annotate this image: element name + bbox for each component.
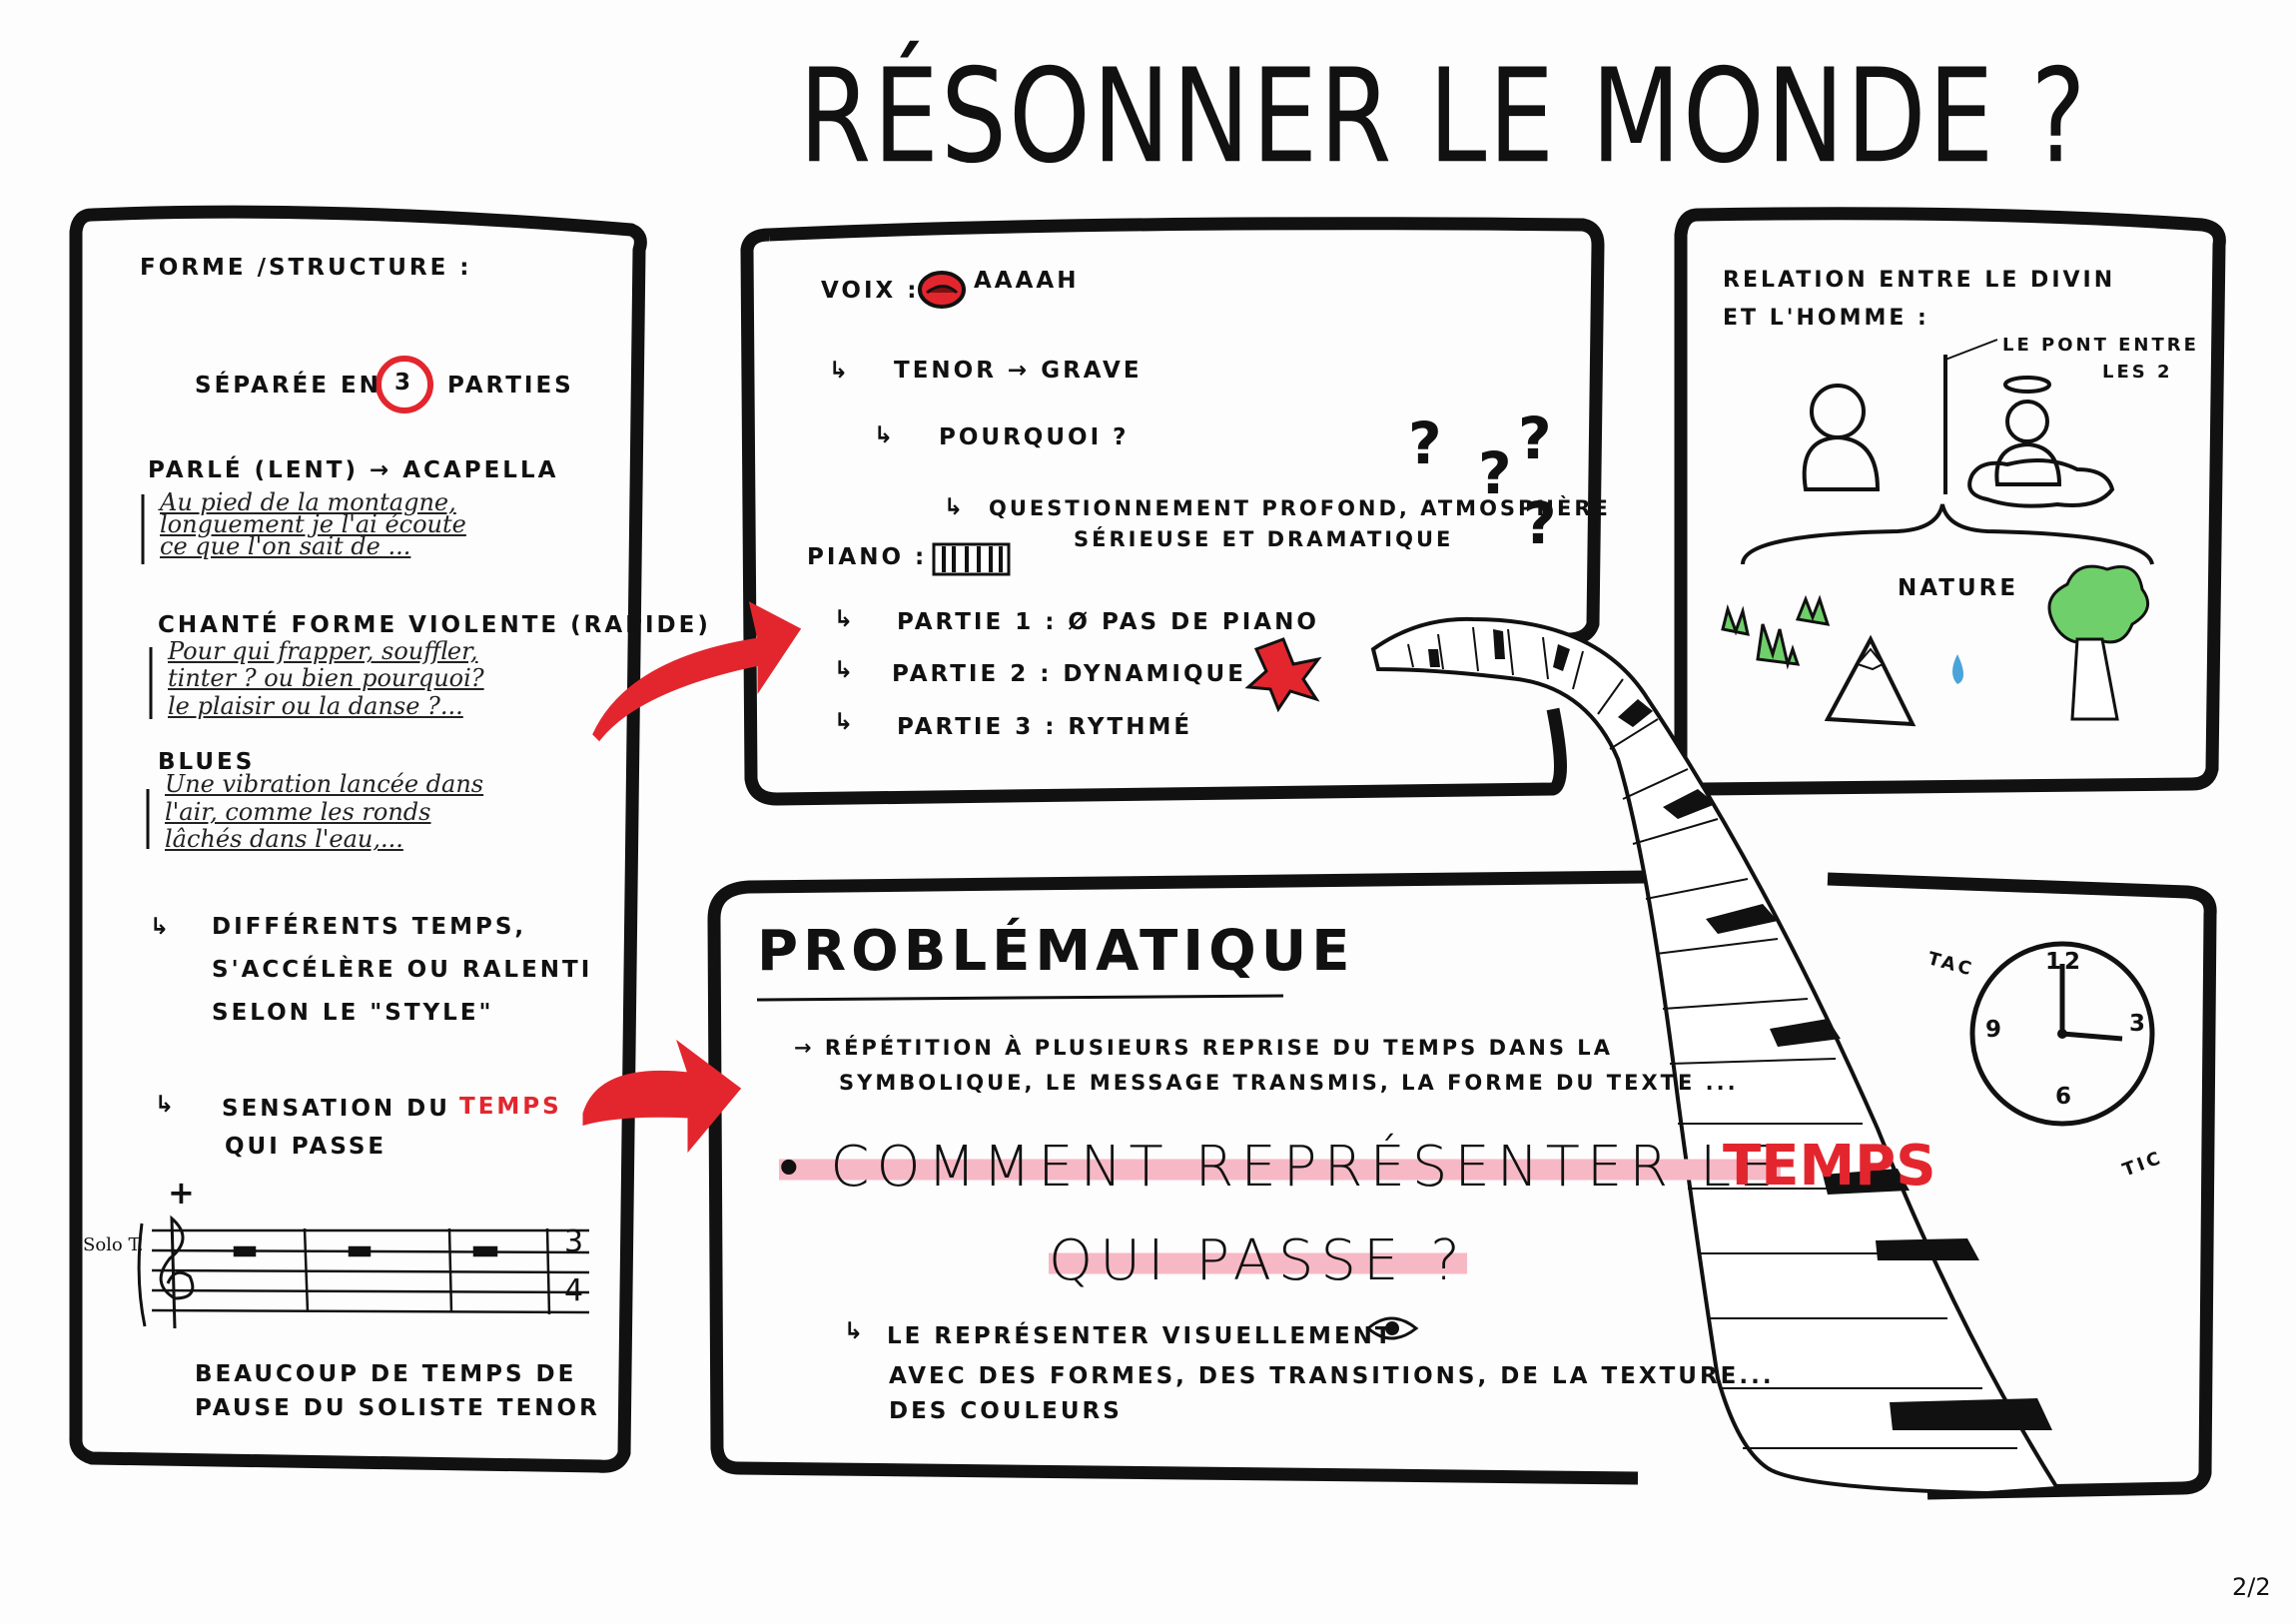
chante-lyric-3: le plaisir ou la danse ?... — [168, 692, 463, 720]
mountain-icon — [1824, 634, 1916, 727]
question-line-2: QUI PASSE ? — [1049, 1228, 1467, 1293]
temps-note-3: SELON LE "STYLE" — [212, 1000, 494, 1026]
problem-panel-border — [707, 870, 1647, 1485]
sensation-suffix: QUI PASSE — [225, 1134, 387, 1160]
page-title: RÉSONNER LE MONDE ? — [799, 40, 2088, 193]
question-mark-2: ? — [1478, 439, 1512, 507]
arrow-glyph-7: ↳ — [834, 657, 857, 683]
voix-label: VOIX : — [821, 278, 920, 304]
voice-panel-border — [768, 217, 1605, 646]
partie-3: PARTIE 3 : RYTHMÉ — [897, 714, 1193, 740]
parle-lyric-1: Au pied de la montagne, — [160, 488, 456, 516]
pourquoi: POURQUOI ? — [939, 424, 1130, 450]
clock-3: 3 — [2129, 1011, 2149, 1037]
temps-note-2: S'ACCÉLÈRE OU RALENTI — [212, 957, 593, 983]
arrow-glyph: ↳ — [150, 914, 173, 940]
parle-lyric-2: longuement je l'ai écoute — [160, 510, 466, 538]
chante-heading: CHANTÉ FORME VIOLENTE (RAPIDE) — [158, 612, 711, 638]
piano-label: PIANO : — [807, 544, 928, 570]
bridge-line-2: LES 2 — [2102, 362, 2173, 383]
grass-icon — [1721, 594, 1831, 670]
time-sig-bottom: 4 — [564, 1273, 584, 1308]
arrow-glyph-4: ↳ — [874, 422, 897, 448]
blues-lyric-2: l'air, comme les ronds — [165, 798, 431, 826]
arrow-glyph-8: ↳ — [834, 709, 857, 735]
structure-heading: FORME /STRUCTURE : — [140, 255, 472, 281]
problematique-heading: PROBLÉMATIQUE — [757, 919, 1355, 984]
red-arrow-1 — [592, 601, 802, 742]
time-sig-top: 3 — [564, 1224, 584, 1259]
burst-icon — [1244, 637, 1322, 713]
music-staff — [137, 1215, 590, 1329]
footer-line-2: PAUSE DU SOLISTE TENOR — [195, 1395, 600, 1421]
eye-icon — [1365, 1316, 1419, 1340]
piano-ribbon-illustration — [1370, 616, 2061, 1496]
repetition-line-2: SYMBOLIQUE, LE MESSAGE TRANSMIS, LA FORM… — [839, 1071, 1739, 1095]
clock-12: 12 — [2045, 949, 2084, 975]
page-number: 2/2 — [2232, 1573, 2271, 1601]
arrow-glyph-3: ↳ — [829, 358, 852, 384]
bridge-line-1: LE PONT ENTRE — [2002, 335, 2199, 356]
voix-sound: AAAAH — [974, 268, 1080, 294]
question-line-2: SÉRIEUSE ET DRAMATIQUE — [1074, 527, 1454, 551]
question-mark-3: ? — [1518, 405, 1552, 472]
partie-2: PARTIE 2 : DYNAMIQUE — [892, 661, 1246, 687]
temps-note-1: DIFFÉRENTS TEMPS, — [212, 914, 527, 940]
separee-number: 3 — [394, 370, 414, 396]
arrow-glyph-6: ↳ — [834, 606, 857, 632]
bracket — [1741, 503, 2154, 565]
answer-line-3: DES COULEURS — [889, 1398, 1123, 1424]
sensation-prefix: SENSATION DU — [222, 1096, 450, 1122]
sensation-highlight: TEMPS — [459, 1094, 562, 1120]
parle-heading: PARLÉ (LENT) → ACAPELLA — [148, 457, 559, 483]
human-icon — [1802, 384, 1881, 491]
clock-9: 9 — [1985, 1017, 2005, 1043]
repetition-line-1: → RÉPÉTITION À PLUSIEURS REPRISE DU TEMP… — [794, 1036, 1613, 1060]
blues-heading: BLUES — [158, 749, 256, 775]
blues-lyric-3: lâchés dans l'eau,... — [165, 825, 403, 853]
blues-lyric-1: Une vibration lancée dans — [165, 770, 484, 798]
answer-line-2: AVEC DES FORMES, DES TRANSITIONS, DE LA … — [889, 1363, 1775, 1389]
question-prefix: • COMMENT REPRÉSENTER LE — [779, 1135, 1781, 1200]
arrow-glyph-5: ↳ — [944, 494, 967, 520]
relation-heading-2: ET L'HOMME : — [1723, 306, 1929, 331]
water-drop-icon — [1952, 654, 1963, 684]
nature-label: NATURE — [1898, 575, 2019, 601]
piano-icon — [932, 542, 1011, 576]
clock-icon — [1969, 941, 2155, 1127]
footer-line-1: BEAUCOUP DE TEMPS DE — [195, 1361, 577, 1387]
relation-panel-border — [1674, 207, 2226, 796]
question-mark-1: ? — [1408, 409, 1442, 477]
arrow-glyph-2: ↳ — [155, 1092, 178, 1118]
chante-lyric-2: tinter ? ou bien pourquoi? — [168, 664, 484, 692]
parle-lyric-3: ce que l'on sait de ... — [160, 532, 411, 560]
separee-suffix: PARTIES — [447, 373, 574, 399]
staff-label: Solo T. — [83, 1234, 144, 1255]
question-highlight: TEMPS — [1723, 1134, 1936, 1199]
answer-line-1: LE REPRÉSENTER VISUELLEMENT — [887, 1323, 1394, 1349]
question-line-1: QUESTIONNEMENT PROFOND, ATMOSPHÈRE — [989, 496, 1611, 520]
left-panel-border — [69, 205, 647, 1473]
problem-panel-border-2 — [1827, 872, 2217, 1500]
heading-underline — [756, 994, 1284, 1002]
arrow-glyph-9: ↳ — [844, 1318, 867, 1344]
red-arrow-2 — [582, 1039, 742, 1154]
number-circle — [376, 356, 433, 413]
chante-lyric-1: Pour qui frapper, souffler, — [168, 637, 478, 665]
tree-icon — [2047, 564, 2150, 721]
divine-icon — [1967, 376, 2115, 508]
voice-panel-border-2 — [740, 228, 1567, 806]
relation-heading-1: RELATION ENTRE LE DIVIN — [1723, 268, 2116, 293]
partie-1: PARTIE 1 : Ø PAS DE PIANO — [897, 609, 1319, 635]
clock-6: 6 — [2055, 1084, 2075, 1110]
separee-prefix: SÉPARÉE EN — [195, 373, 382, 399]
tenor-line: TENOR → GRAVE — [894, 358, 1143, 384]
question-mark-4: ? — [1523, 489, 1557, 557]
plus-sign: + — [168, 1174, 195, 1212]
